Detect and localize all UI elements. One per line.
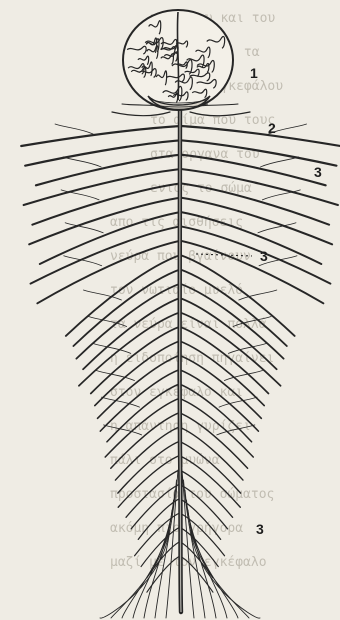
callout-label-2: 2: [268, 120, 276, 136]
brain: [123, 10, 233, 110]
spinal-nerve: [96, 371, 134, 381]
callout-label-1: 1: [250, 65, 258, 81]
spinal-nerve: [55, 124, 93, 134]
spinal-nerve: [63, 157, 101, 167]
bleed-through-line: στα οργανα του: [150, 147, 260, 162]
callout-label-3-right: 3: [314, 164, 322, 180]
spinal-nerve: [260, 157, 298, 167]
callout-label-3-middle: 3: [260, 248, 268, 264]
spinal-nerve: [262, 190, 300, 200]
spinal-nerve: [61, 190, 99, 200]
spinal-nerve: [239, 290, 277, 300]
bleed-through-line: πάλι στο μυώνα: [110, 453, 220, 468]
bleed-through-line: εντος το σώμα: [150, 181, 252, 196]
callout-label-3-bottom: 3: [256, 521, 264, 537]
spinal-nerve: [224, 371, 262, 381]
spinal-nerve: [100, 530, 169, 618]
spinal-nerve: [191, 530, 260, 618]
